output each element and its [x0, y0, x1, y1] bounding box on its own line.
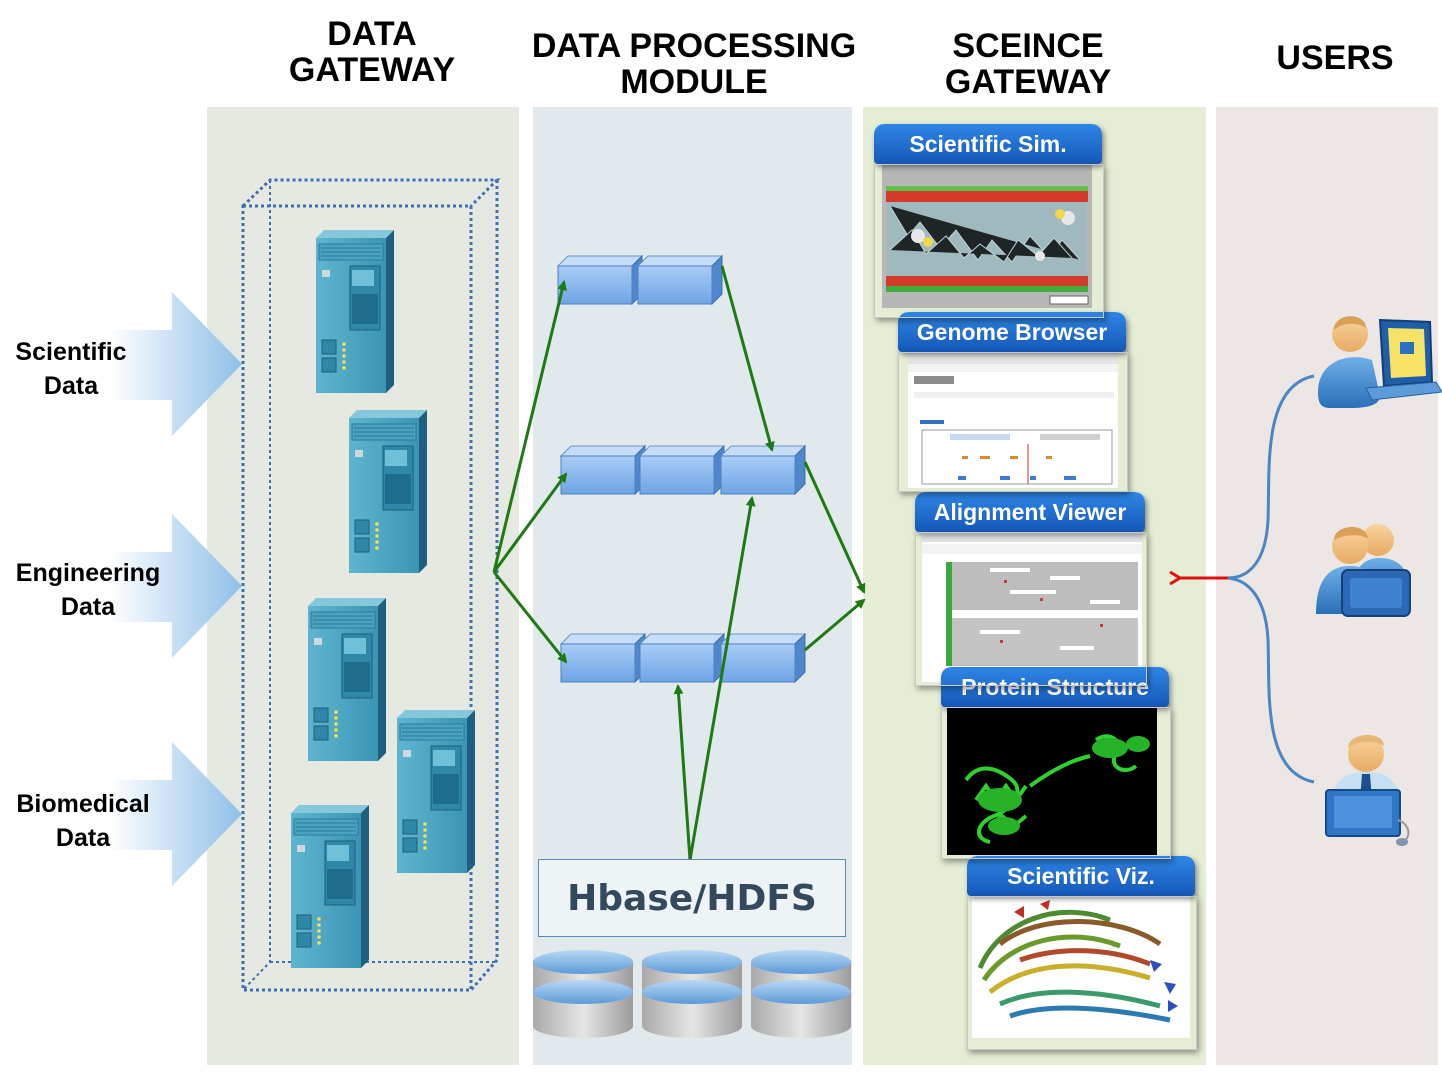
app-card-protein-structure[interactable]: Protein Structure [941, 667, 1169, 707]
processing-block-icon [637, 255, 723, 305]
processing-block-icon [639, 445, 725, 495]
app-card-scientific-viz[interactable]: Scientific Viz. [967, 856, 1195, 896]
engineering-data-arrow [110, 514, 242, 658]
app-card-title: Scientific Viz. [967, 856, 1195, 896]
scientific-sim-image [882, 164, 1092, 308]
user-group-icon [1316, 524, 1411, 617]
server-icon [315, 229, 395, 394]
processing-title-line2: MODULE [620, 63, 768, 101]
scientific-data-label-line2: Data [43, 372, 99, 400]
server-icon [396, 709, 476, 874]
processing-block-icon [720, 445, 806, 495]
database-cylinder-icon [642, 950, 742, 1038]
server-icon [348, 409, 428, 574]
app-card-alignment-viewer[interactable]: Alignment Viewer [915, 492, 1145, 532]
hbase-hdfs-label: Hbase/HDFS [567, 878, 817, 919]
app-card-title: Protein Structure [941, 667, 1169, 707]
users-title: USERS [1276, 39, 1394, 77]
scientific-data-label: Scientific Data [0, 335, 142, 403]
app-card-title: Scientific Sim. [874, 124, 1102, 164]
app-card-scientific-sim[interactable]: Scientific Sim. [874, 124, 1102, 164]
biomedical-data-label: Biomedical Data [0, 787, 166, 855]
science-gateway-title: SCEINCE GATEWAY [910, 28, 1146, 100]
scientific-viz-image [972, 896, 1190, 1038]
hbase-hdfs-box: Hbase/HDFS [538, 859, 846, 937]
server-icon [307, 597, 387, 762]
user-desktop-icon [1325, 734, 1410, 846]
biomedical-data-label-line2: Data [55, 824, 111, 852]
data-gateway-title-line2: GATEWAY [288, 51, 456, 89]
database-cylinder-icon [751, 950, 851, 1038]
science-gateway-title-line1: SCEINCE [952, 27, 1104, 65]
processing-block-icon [560, 633, 646, 683]
flow-arrows [492, 265, 866, 861]
scientific-data-label-line1: Scientific [15, 338, 127, 366]
processing-title-line1: DATA PROCESSING [531, 27, 857, 65]
engineering-data-label: Engineering Data [2, 556, 174, 624]
processing-title: DATA PROCESSING MODULE [505, 28, 883, 100]
database-cylinder-icon [533, 950, 633, 1038]
processing-block-icon [720, 633, 806, 683]
alignment-viewer-image [922, 532, 1142, 682]
server-icon [290, 804, 370, 969]
processing-block-icon [560, 445, 646, 495]
app-card-genome-browser[interactable]: Genome Browser [898, 312, 1126, 352]
app-card-title: Alignment Viewer [915, 492, 1145, 532]
engineering-data-label-line1: Engineering [15, 559, 161, 587]
data-gateway-title: DATA GATEWAY [260, 16, 484, 88]
user-laptop-icon [1318, 316, 1442, 408]
genome-browser-image [908, 352, 1118, 488]
engineering-data-label-line2: Data [60, 593, 116, 621]
app-card-title: Genome Browser [898, 312, 1126, 352]
protein-structure-image [947, 707, 1157, 855]
data-gateway-title-line1: DATA [327, 15, 417, 53]
biomedical-data-label-line1: Biomedical [16, 790, 150, 818]
processing-block-icon [557, 255, 643, 305]
scientific-data-arrow [110, 292, 242, 436]
biomedical-data-arrow [110, 742, 242, 886]
processing-block-icon [639, 633, 725, 683]
science-gateway-title-line2: GATEWAY [944, 63, 1112, 101]
user-connectors [1227, 374, 1315, 784]
